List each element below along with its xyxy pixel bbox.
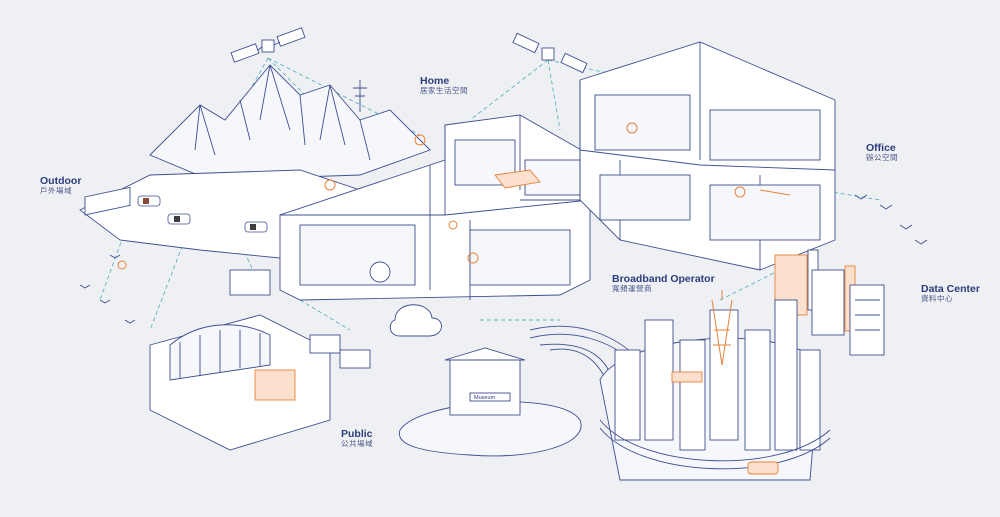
zone-label-broadband: Broadband Operator 寬頻運營商 — [612, 273, 715, 294]
zone-subtitle-datacenter: 資料中心 — [921, 294, 953, 304]
zone-label-office: Office 辦公空間 — [866, 142, 898, 163]
zone-title-datacenter: Data Center — [921, 283, 980, 295]
data-center-racks — [774, 249, 885, 356]
museum-island: Museum — [389, 304, 582, 457]
zone-title-broadband: Broadband Operator — [612, 273, 715, 285]
zone-title-office: Office — [866, 142, 896, 154]
satellite-right — [512, 32, 588, 74]
zone-title-outdoor: Outdoor — [40, 175, 82, 187]
city-skyline — [599, 290, 831, 481]
zone-label-public: Public 公共場域 — [341, 428, 373, 449]
office-building — [579, 41, 836, 271]
zone-label-datacenter: Data Center 資料中心 — [921, 283, 980, 304]
zone-subtitle-home: 居家生活空間 — [420, 86, 468, 96]
zone-subtitle-public: 公共場域 — [341, 439, 373, 449]
cow-icon — [137, 195, 268, 233]
zone-subtitle-office: 辦公空間 — [866, 153, 898, 163]
zone-subtitle-outdoor: 戶外場域 — [40, 186, 72, 196]
home-building — [279, 114, 591, 301]
zone-label-outdoor: Outdoor 戶外場域 — [40, 175, 81, 196]
zone-title-home: Home — [420, 75, 450, 87]
birds — [79, 194, 928, 324]
zone-label-home: Home 居家生活空間 — [420, 75, 468, 96]
zone-subtitle-broadband: 寬頻運營商 — [612, 284, 652, 294]
public-station — [149, 269, 371, 451]
museum-sign: Museum — [474, 395, 496, 401]
mountains — [149, 64, 431, 181]
zone-title-public: Public — [341, 428, 373, 440]
satellite-left — [230, 27, 306, 63]
